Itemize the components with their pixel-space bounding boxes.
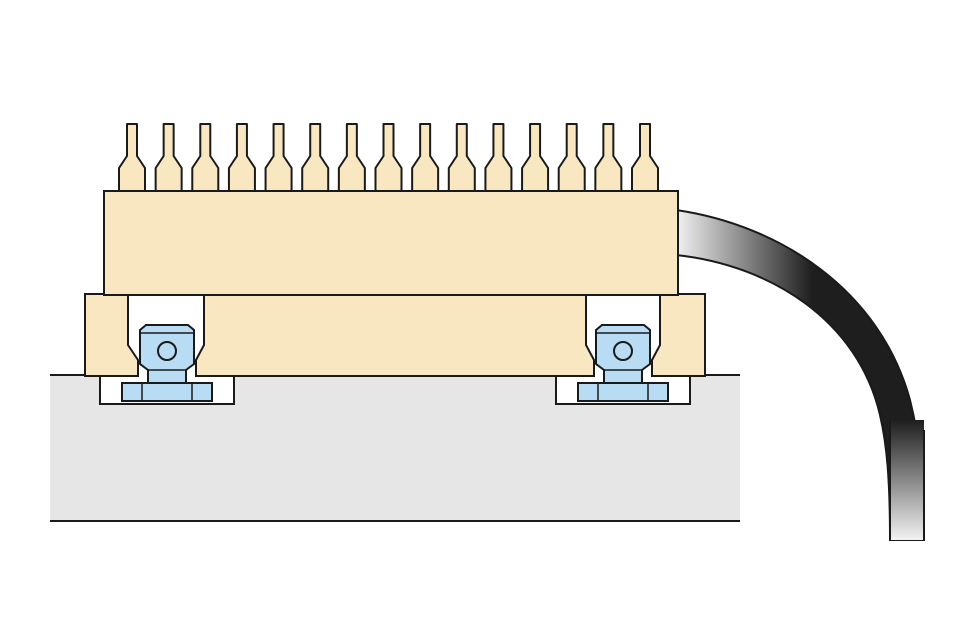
connector-pin: [191, 123, 220, 192]
clamp-right: [577, 324, 669, 402]
clamp-hole-left: [157, 341, 177, 361]
cable-vertical-end: [890, 420, 924, 540]
connector-pin: [118, 123, 146, 192]
connector-pin: [411, 123, 440, 192]
connector-pin: [447, 123, 476, 192]
connector-pin: [301, 123, 330, 192]
clamp-nut-left: [121, 382, 213, 402]
connector-pins: [118, 123, 659, 192]
connector-pin: [337, 123, 366, 192]
connector-pin: [594, 123, 623, 192]
connector-pin: [374, 123, 403, 192]
clamp-left: [121, 324, 213, 402]
connector-pin: [227, 123, 256, 192]
connector-pin: [521, 123, 550, 192]
connector-pin: [631, 123, 659, 192]
connector-pin: [557, 123, 586, 192]
clamp-hole-right: [613, 341, 633, 361]
connector-pin: [264, 123, 293, 192]
connector-pin: [484, 123, 513, 192]
connector-body: [103, 190, 679, 296]
cable: [674, 208, 926, 541]
connector-pin: [154, 123, 183, 192]
clamp-nut-right: [577, 382, 669, 402]
